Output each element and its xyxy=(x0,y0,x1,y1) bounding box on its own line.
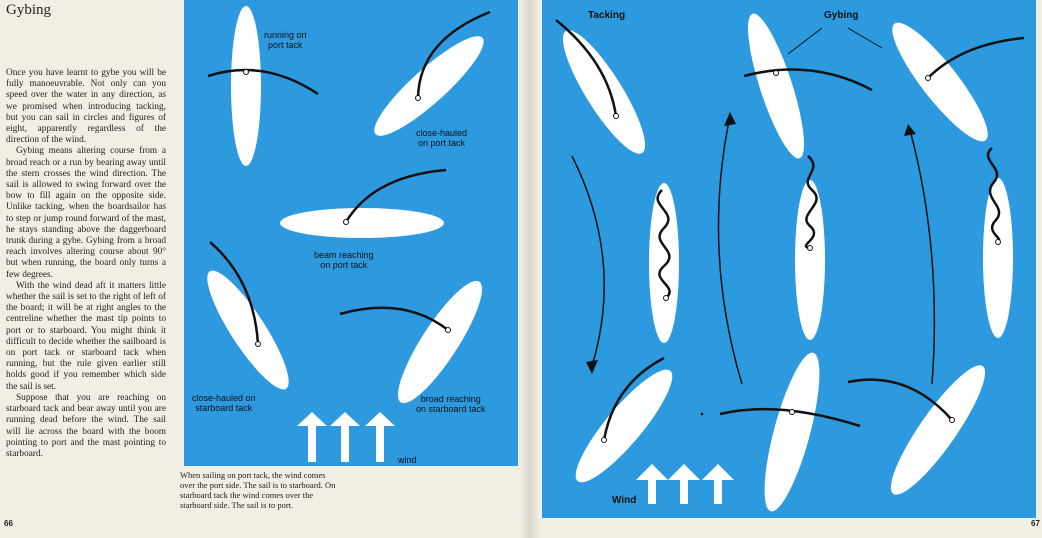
label-close-hauled-port: close-hauled on port tack xyxy=(416,128,468,148)
book-gutter xyxy=(520,0,540,538)
title-gybing: Gybing xyxy=(824,10,859,21)
wind-arrows-right xyxy=(636,464,734,504)
paragraph-3: With the wind dead aft it matters little… xyxy=(6,280,166,392)
title-tacking: Tacking xyxy=(588,10,626,21)
board-beam-reaching-port xyxy=(280,168,447,238)
gybing-board-a-bottom xyxy=(719,352,861,512)
board-close-hauled-starboard xyxy=(207,241,289,390)
gybing-curve-arrow-a xyxy=(717,112,743,385)
page-number-right: 67 xyxy=(1031,519,1040,528)
paragraph-1: Once you have learnt to gybe you will be… xyxy=(6,68,166,146)
body-text: Once you have learnt to gybe you will be… xyxy=(6,68,166,460)
tacking-gybing-svg xyxy=(542,0,1036,518)
wind-arrows xyxy=(297,412,395,462)
board-close-hauled-port xyxy=(374,10,491,136)
gybing-curve-arrow-b xyxy=(904,124,936,385)
gybing-board-b-mid xyxy=(983,147,1013,338)
tacking-board-bottom xyxy=(575,356,673,483)
label-wind-left: wind xyxy=(398,455,417,465)
label-beam-reaching-port: beam reaching on port tack xyxy=(314,250,374,270)
paragraph-4: Suppose that you are reaching on starboa… xyxy=(6,392,166,459)
gybing-board-b-top xyxy=(892,22,1025,142)
gybing-pointer-lines xyxy=(787,27,883,55)
gybing-board-a-mid xyxy=(795,155,825,340)
label-close-hauled-starboard: close-hauled on starboard tack xyxy=(192,393,256,413)
points-of-sail-svg xyxy=(184,0,518,466)
ink-dot xyxy=(700,412,704,416)
tacking-board-top xyxy=(555,19,646,154)
diagram-caption: When sailing on port tack, the wind come… xyxy=(180,470,336,510)
tacking-gybing-diagram: Tacking Gybing Wind xyxy=(542,0,1036,518)
page-heading: Gybing xyxy=(6,2,51,18)
board-running-port xyxy=(207,6,319,166)
gybing-board-a-top xyxy=(743,13,873,159)
page-number-left: 66 xyxy=(4,519,13,528)
label-running-port: running on port tack xyxy=(264,30,307,50)
label-wind-right: Wind xyxy=(612,495,637,506)
label-broad-reaching-starboard: broad reaching on starboard tack xyxy=(416,394,486,414)
gybing-board-b-bottom xyxy=(847,365,986,495)
tacking-board-mid xyxy=(649,183,679,343)
left-text-column: Gybing Once you have learnt to gybe you … xyxy=(0,0,178,538)
paragraph-2: Gybing means altering course from a broa… xyxy=(6,146,166,280)
points-of-sail-diagram: running on port tack close-hauled on por… xyxy=(184,0,518,466)
board-broad-reaching-starboard xyxy=(339,280,483,404)
tacking-curve-arrow xyxy=(571,155,605,374)
